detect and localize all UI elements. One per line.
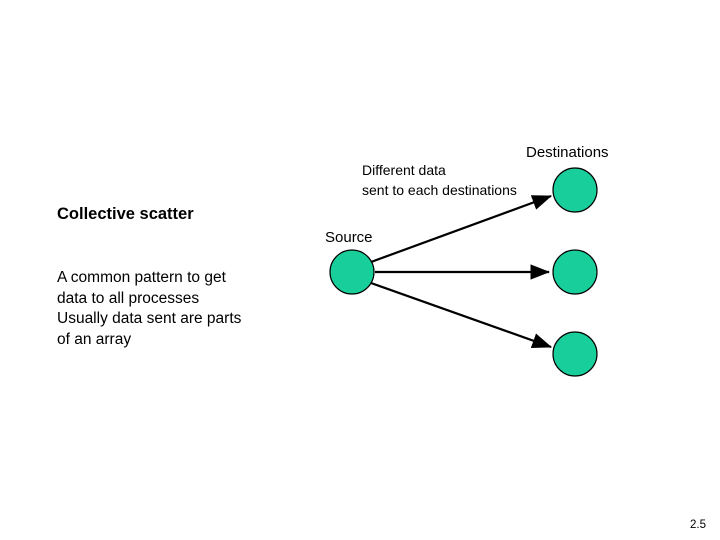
arrow-source-to-dest-1 — [370, 194, 553, 264]
node-destination-2 — [552, 249, 598, 295]
node-destination-1 — [552, 167, 598, 213]
slide-body-text: A common pattern to get data to all proc… — [57, 269, 242, 348]
arrow-source-to-dest-3 — [370, 281, 553, 349]
page-number: 2.5 — [690, 519, 706, 531]
label-different-data: Different data sent to each destinations — [362, 162, 517, 199]
node-destination-3 — [552, 331, 598, 377]
node-source — [329, 249, 375, 295]
label-destinations: Destinations — [526, 144, 609, 161]
slide-title: Collective scatter — [57, 205, 194, 223]
label-source: Source — [325, 229, 373, 246]
